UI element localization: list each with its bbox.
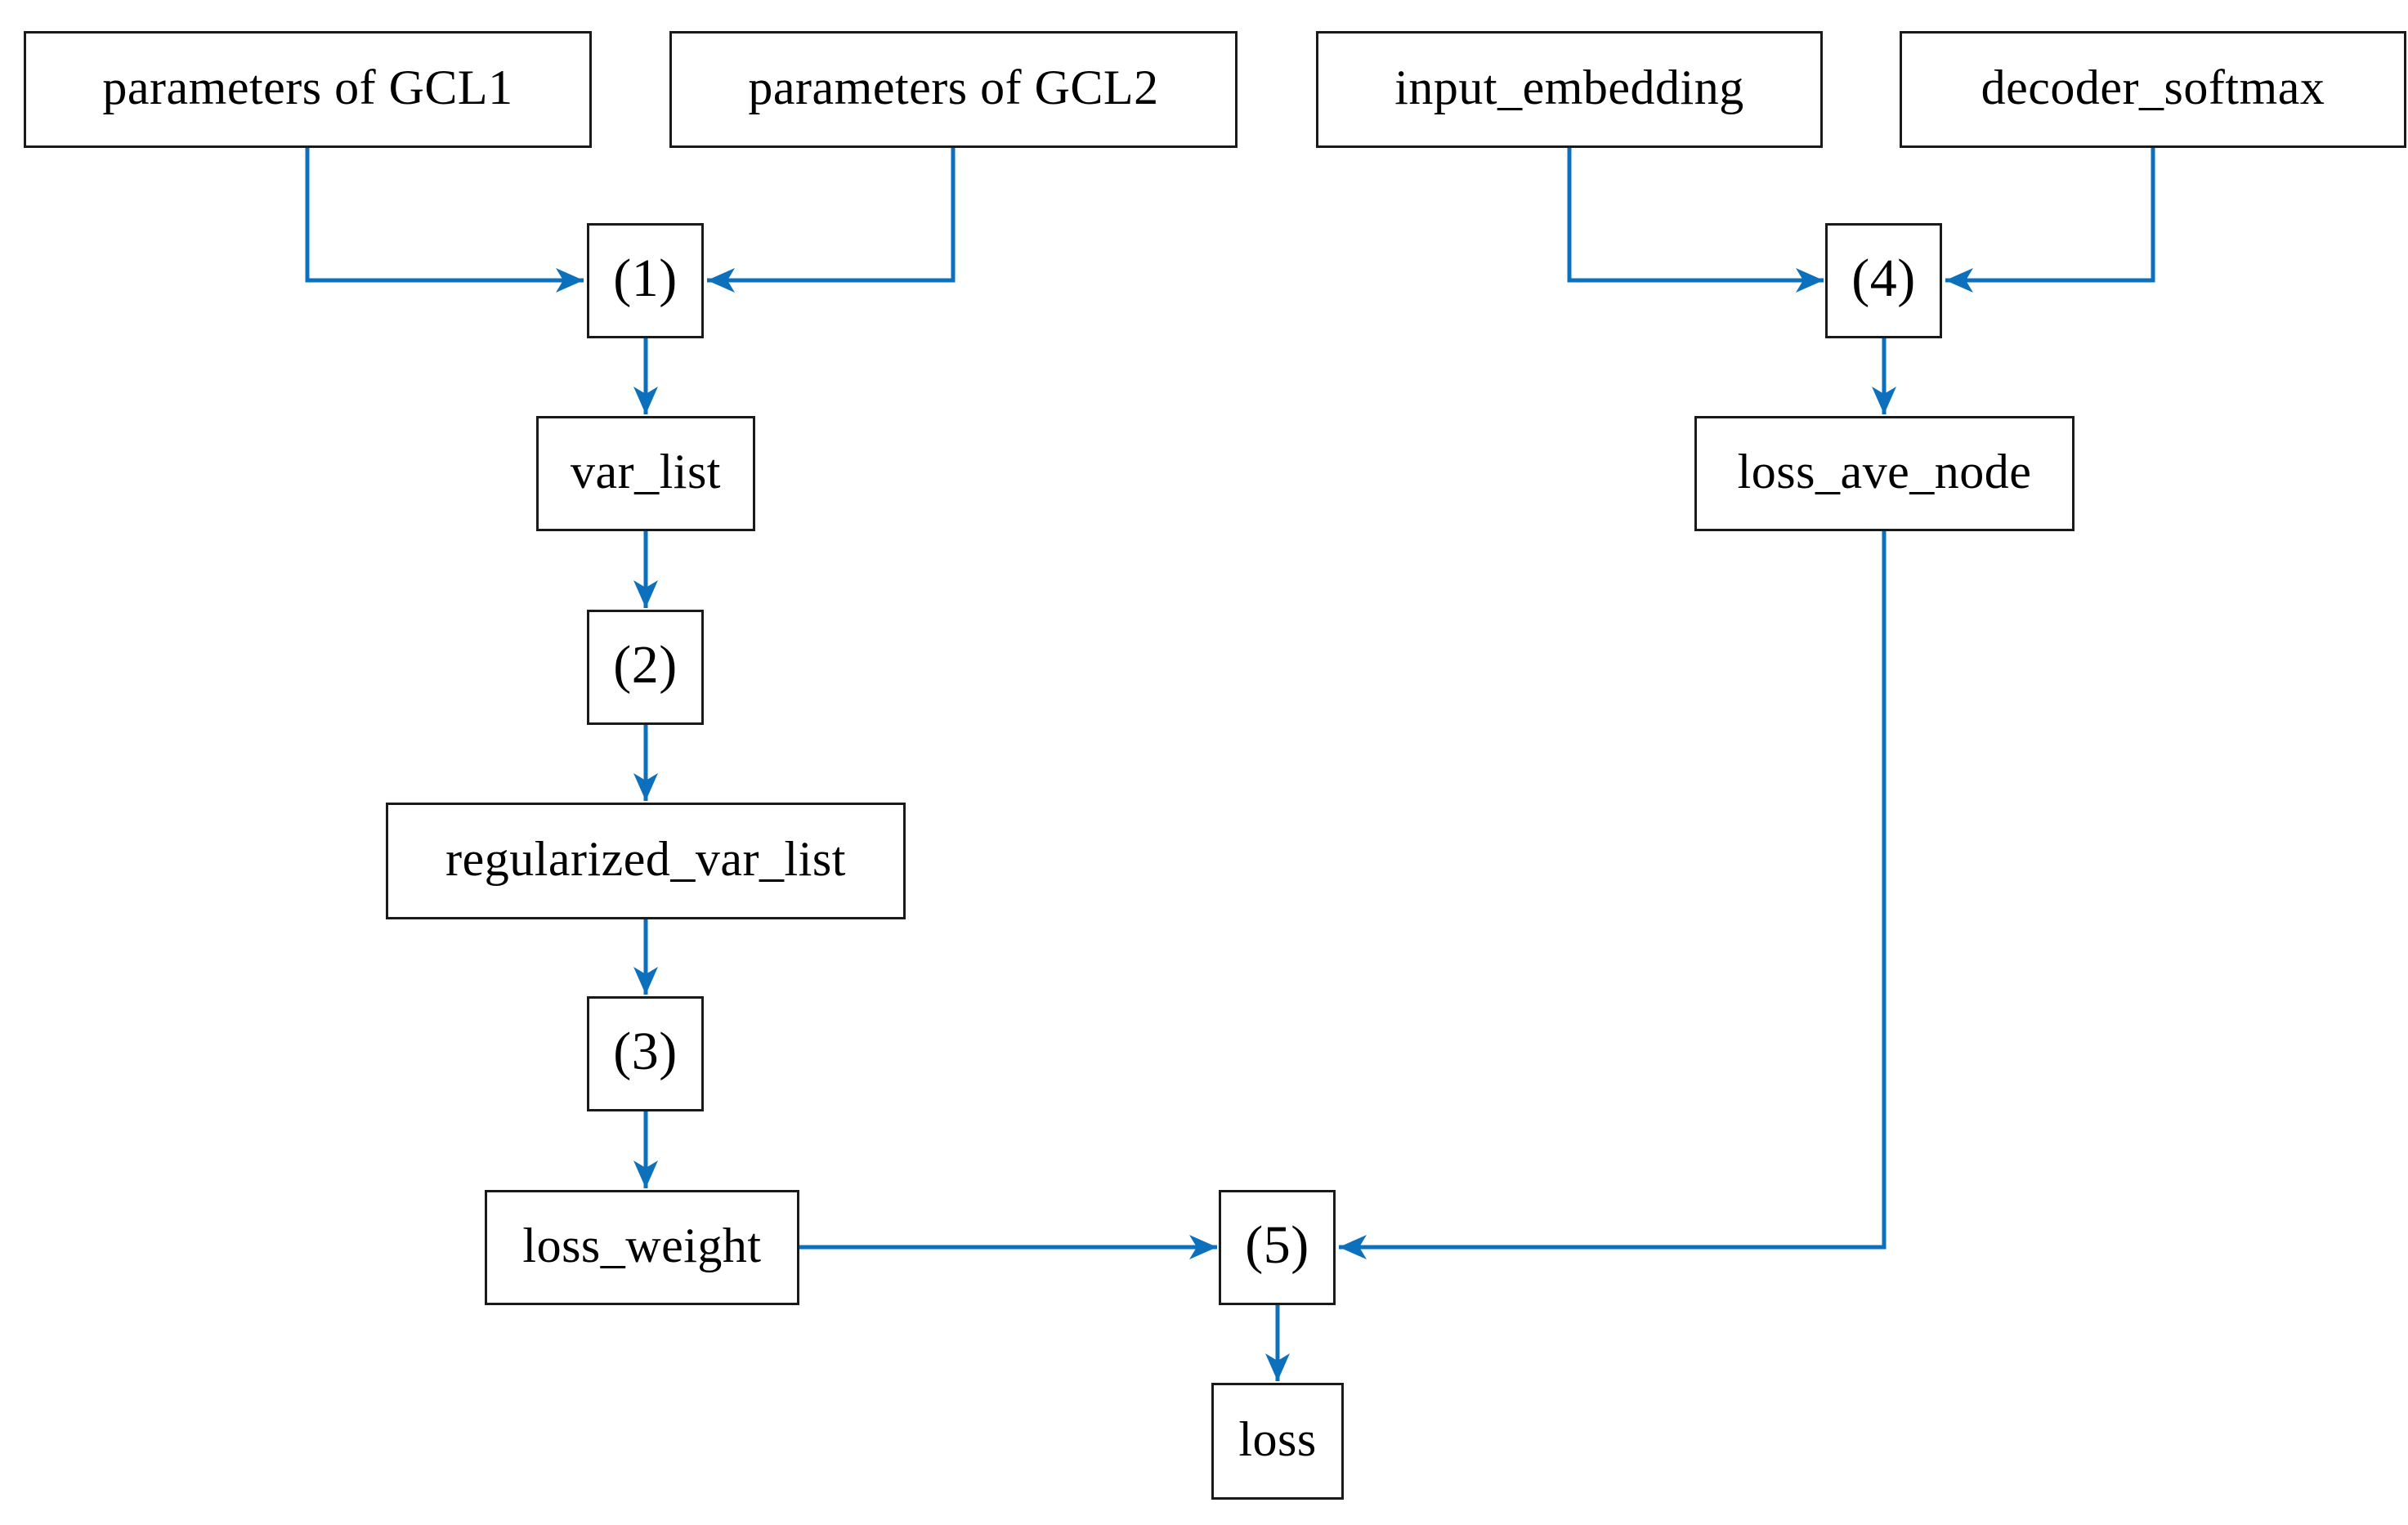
edge-decodersoftmax-to-op4 [1945, 148, 2155, 293]
node-op-5: (5) [1219, 1190, 1336, 1305]
edge-gcl2-to-op1 [707, 148, 956, 293]
node-decoder-softmax: decoder_softmax [1900, 31, 2406, 148]
node-loss: loss [1211, 1383, 1344, 1500]
edge-lossavenode-to-op5 [1339, 531, 1887, 1259]
node-loss-ave-node: loss_ave_node [1694, 416, 2075, 531]
node-regularized-var-list: regularized_var_list [386, 803, 906, 919]
node-op-3: (3) [587, 996, 704, 1111]
node-var-list: var_list [536, 416, 755, 531]
node-parameters-of-gcl1: parameters of GCL1 [24, 31, 592, 148]
node-op-4: (4) [1825, 223, 1942, 338]
node-input-embedding: input_embedding [1316, 31, 1823, 148]
node-op-1: (1) [587, 223, 704, 338]
node-loss-weight: loss_weight [485, 1190, 799, 1305]
edge-inputembedding-to-op4 [1567, 148, 1824, 293]
node-parameters-of-gcl2: parameters of GCL2 [669, 31, 1238, 148]
edge-gcl1-to-op1 [305, 148, 584, 293]
node-op-2: (2) [587, 610, 704, 725]
